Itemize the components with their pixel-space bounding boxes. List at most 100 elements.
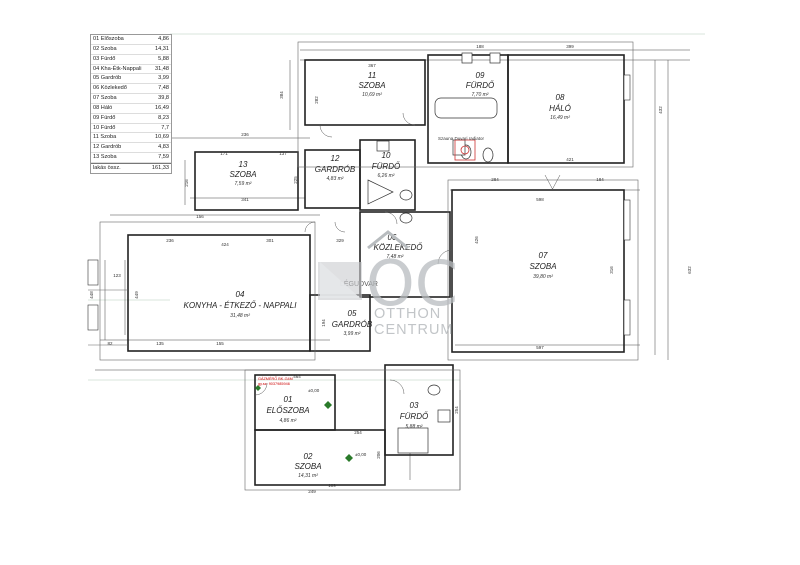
svg-text:254: 254: [454, 406, 459, 414]
svg-text:KONYHA - ÉTKEZŐ - NAPPALI: KONYHA - ÉTKEZŐ - NAPPALI: [184, 301, 298, 310]
svg-text:4,86 m²: 4,86 m²: [280, 418, 297, 424]
svg-text:426: 426: [474, 236, 479, 244]
svg-text:236: 236: [241, 132, 249, 137]
room-12-label: 12 GARDRÓB 4,83 m²: [315, 154, 356, 182]
svg-text:09: 09: [476, 71, 485, 80]
svg-text:249: 249: [308, 489, 316, 494]
svg-text:14,31 m²: 14,31 m²: [298, 473, 318, 479]
svg-text:07: 07: [539, 251, 548, 260]
svg-text:OC: OC: [366, 247, 458, 320]
svg-text:FÜRDŐ: FÜRDŐ: [466, 81, 494, 90]
svg-text:5,88 m²: 5,88 m²: [406, 424, 423, 430]
svg-text:OTTHON: OTTHON: [374, 306, 441, 322]
svg-text:HÁLÓ: HÁLÓ: [549, 104, 571, 113]
svg-text:206: 206: [376, 451, 381, 459]
sauna-label: Szauna Duvari radiator: [438, 136, 485, 141]
svg-text:464: 464: [293, 374, 301, 379]
sink-icon: [461, 52, 473, 64]
room-02-label: 02 SZOBA 14,31 m²: [294, 452, 321, 479]
room-08-label: 08 HÁLÓ 16,49 m²: [549, 93, 571, 121]
svg-text:7,70 m²: 7,70 m²: [472, 92, 489, 98]
svg-text:6,26 m²: 6,26 m²: [378, 173, 395, 179]
sauna-radiator-icon: [454, 139, 476, 161]
svg-text:SZOBA: SZOBA: [529, 262, 556, 271]
svg-text:SZOBA: SZOBA: [358, 81, 385, 90]
door-swings: [254, 112, 561, 396]
svg-text:3,99 m²: 3,99 m²: [344, 331, 361, 337]
toilet-icon: [399, 189, 413, 201]
shower-tray-icon: [397, 427, 429, 454]
svg-text:341: 341: [241, 197, 249, 202]
room-01-label: 01 ELŐSZOBA 4,86 m²: [266, 395, 309, 424]
svg-text:GARDRÓB: GARDRÓB: [315, 165, 356, 174]
svg-text:10,69 m²: 10,69 m²: [362, 92, 382, 98]
svg-text:12: 12: [331, 154, 340, 163]
room-06-label: 06 KÖZLEKEDŐ 7,48 m²: [374, 233, 423, 260]
fixtures: [367, 52, 501, 454]
svg-text:03: 03: [410, 401, 419, 410]
svg-text:236: 236: [166, 238, 174, 243]
svg-text:254: 254: [354, 430, 362, 435]
level-marker-icon: [324, 401, 332, 409]
svg-text:367: 367: [368, 63, 376, 68]
dimension-labels: 367 188 399 236 171 137 341 236 301 329 …: [107, 44, 604, 494]
svg-text:SZOBA: SZOBA: [229, 170, 256, 179]
svg-text:632: 632: [687, 266, 692, 274]
svg-text:598: 598: [536, 197, 544, 202]
svg-text:156: 156: [196, 214, 204, 219]
svg-text:04: 04: [236, 290, 245, 299]
svg-text:399: 399: [566, 44, 574, 49]
svg-text:KÖZLEKEDŐ: KÖZLEKEDŐ: [374, 243, 423, 252]
legend-total-row: lakás össz.161,33: [91, 162, 171, 171]
sink-icon: [437, 409, 451, 423]
svg-text:01: 01: [284, 395, 293, 404]
sink-icon: [376, 140, 390, 152]
svg-text:449: 449: [134, 291, 139, 299]
room-13-label: 13 SZOBA 7,59 m²: [229, 160, 256, 187]
svg-text:109: 109: [328, 483, 336, 488]
room-03-label: 03 FÜRDŐ 5,88 m²: [400, 401, 428, 430]
room-10-label: 10 FÜRDŐ 6,26 m²: [372, 151, 400, 179]
svg-text:384: 384: [279, 91, 284, 99]
svg-text:171: 171: [220, 151, 228, 156]
svg-text:FÜRDŐ: FÜRDŐ: [372, 162, 400, 171]
svg-text:82: 82: [107, 341, 113, 346]
vertical-dimension-labels: 432 632 448 426 316 216 449 384 282 225 …: [89, 91, 692, 459]
svg-text:31,48 m²: 31,48 m²: [230, 313, 250, 319]
svg-text:424: 424: [221, 242, 229, 247]
svg-text:284: 284: [491, 177, 499, 182]
gas-meter-label: GÁZMÉRŐ BK-G4M: [258, 376, 293, 381]
bidet-icon: [399, 212, 413, 224]
svg-text:329: 329: [336, 238, 344, 243]
svg-text:432: 432: [658, 106, 663, 114]
svg-text:184: 184: [596, 177, 604, 182]
svg-text:7,48 m²: 7,48 m²: [387, 254, 404, 260]
roof-icon: [367, 230, 409, 250]
level-markers: [255, 385, 353, 462]
svg-text:SZOBA: SZOBA: [294, 462, 321, 471]
shower-icon: [367, 179, 394, 205]
svg-text:137: 137: [279, 151, 287, 156]
svg-text:123: 123: [113, 273, 121, 278]
svg-text:13: 13: [239, 160, 248, 169]
level-marker-icon: [255, 385, 261, 391]
inner-outlines: [88, 41, 639, 491]
gas-meter-serial: gy.sz: 9037985946: [258, 382, 290, 386]
svg-text:188: 188: [476, 44, 484, 49]
svg-text:194: 194: [321, 319, 326, 327]
svg-text:02: 02: [304, 452, 313, 461]
svg-text:448: 448: [89, 291, 94, 299]
bathtub-icon: [434, 97, 498, 119]
